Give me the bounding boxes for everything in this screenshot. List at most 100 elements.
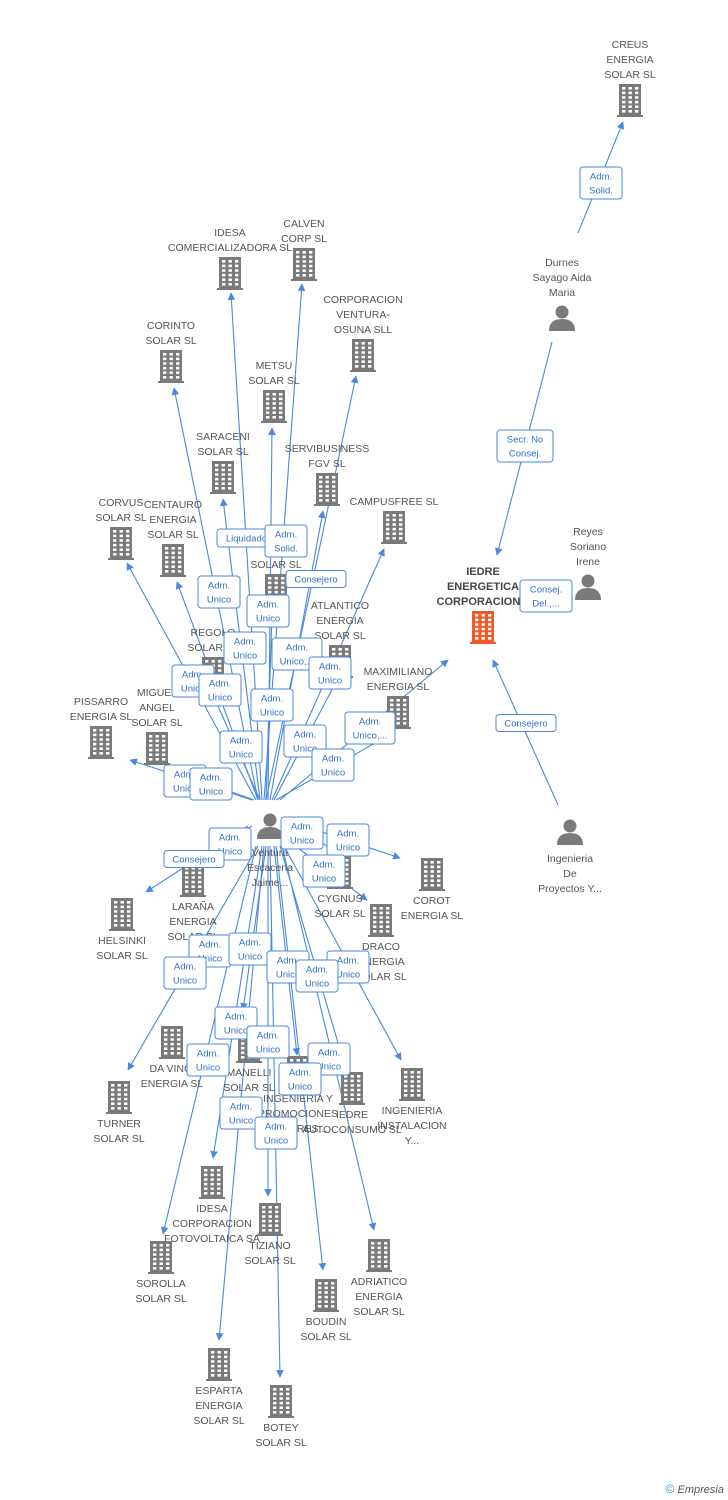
edge-role-text: Adm. bbox=[219, 833, 241, 844]
edge-role-text: Unico bbox=[288, 1082, 312, 1093]
edge-role-tag[interactable]: Adm.Unico bbox=[198, 673, 242, 707]
edge-role-text: Solid. bbox=[589, 186, 613, 197]
edge-role-tag[interactable]: Adm.Unico bbox=[197, 575, 241, 609]
edge-role-tag[interactable]: Adm.Unico bbox=[246, 1025, 290, 1059]
node-label: ADRIATICO bbox=[351, 1276, 407, 1288]
node-iedre[interactable]: IEDREENERGETICACORPORACION... bbox=[437, 566, 530, 644]
node-label: ENERGIA SL bbox=[141, 1078, 204, 1090]
node-label: Escacena bbox=[247, 862, 293, 874]
edge-role-text: Adm. bbox=[257, 1031, 279, 1042]
edge-role-tag[interactable]: Consejero bbox=[495, 714, 557, 732]
company-icon bbox=[108, 527, 134, 560]
node-campusfree[interactable]: CAMPUSFREE SL bbox=[350, 496, 439, 544]
edge-role-tag[interactable]: Adm.Unico bbox=[250, 688, 294, 722]
node-ing_instalacion[interactable]: INGENIERIAINSTALACIONY... bbox=[377, 1068, 447, 1147]
edge-ingproy-to-iedre bbox=[492, 659, 559, 806]
node-corp_ventura[interactable]: CORPORACION VENTURA- OSUNA SLL bbox=[323, 294, 403, 372]
edge-role-text: Unico bbox=[229, 1116, 253, 1127]
edge-role-tag[interactable]: Adm.Unico bbox=[308, 656, 352, 690]
node-label: FOTOVOLTAICA SA bbox=[164, 1233, 260, 1245]
node-label: Y... bbox=[405, 1135, 419, 1147]
edge-role-text: Unico bbox=[264, 1136, 288, 1147]
edge-role-tag[interactable]: Adm.Unico bbox=[326, 823, 370, 857]
node-label: SOROLLA bbox=[136, 1278, 186, 1290]
edge-role-tag[interactable]: Adm.Unico bbox=[254, 1116, 298, 1150]
edge-role-tag[interactable]: Adm.Solid. bbox=[264, 524, 308, 558]
node-label: SOLAR SL bbox=[353, 1306, 405, 1318]
edge-role-tag[interactable]: Adm.Unico bbox=[228, 932, 272, 966]
edge-role-tag[interactable]: Adm.Unico bbox=[186, 1043, 230, 1077]
node-label: CALVEN bbox=[283, 218, 324, 230]
edge-role-tag[interactable]: Adm.Unico,... bbox=[344, 711, 396, 745]
company-icon bbox=[291, 248, 317, 281]
node-label: CORPORACION... bbox=[437, 596, 530, 608]
brand-logo-text[interactable]: Empresia bbox=[677, 1484, 724, 1496]
edge-role-tag[interactable]: Adm.Unico bbox=[295, 959, 339, 993]
edge-role-tag[interactable]: Adm.Unico bbox=[246, 594, 290, 628]
node-ventura[interactable]: VenturaEscacenaJaime... bbox=[247, 813, 293, 890]
edge-role-tag[interactable]: Consejero bbox=[285, 570, 347, 588]
edge-role-text: Adm. bbox=[590, 172, 612, 183]
edge-role-tag[interactable]: Adm.Unico bbox=[219, 1096, 263, 1130]
edge-role-tag[interactable]: Adm. Unico bbox=[311, 748, 355, 782]
edge-role-tag[interactable]: Consej.Del.,... bbox=[519, 579, 573, 613]
node-label: VENTURA- bbox=[336, 309, 390, 321]
edge-role-tag[interactable]: Adm.Unico bbox=[223, 631, 267, 665]
node-label: OSUNA SLL bbox=[334, 324, 393, 336]
edge-role-tag[interactable]: Adm.Unico bbox=[219, 730, 263, 764]
node-label: CORPORACION bbox=[323, 294, 402, 306]
focus-company-icon bbox=[470, 611, 496, 644]
company-icon bbox=[88, 726, 114, 759]
edge-role-text: Adm. bbox=[337, 829, 359, 840]
edge-role-tag[interactable]: Adm. Solid. bbox=[579, 166, 623, 200]
node-label: De bbox=[563, 868, 577, 880]
edge-role-tag[interactable]: Adm.Unico bbox=[163, 956, 207, 990]
edge-role-text: Unico bbox=[321, 768, 345, 779]
edge-role-tag[interactable]: Adm.Unico bbox=[189, 767, 233, 801]
company-icon bbox=[159, 1026, 185, 1059]
edge-role-text: Adm. bbox=[322, 754, 344, 765]
node-label: SOLAR SL bbox=[248, 375, 300, 387]
edge-role-tag[interactable]: Adm.Unico bbox=[280, 816, 324, 850]
node-label: CORINTO bbox=[147, 320, 195, 332]
node-label: ENERGIA bbox=[169, 916, 216, 928]
node-label: ENERGIA SL bbox=[367, 681, 430, 693]
edge-role-text: Unico bbox=[336, 970, 360, 981]
edge-role-text: Adm. bbox=[337, 956, 359, 967]
edge-role-tag[interactable]: Adm.Unico bbox=[302, 854, 346, 888]
edge-role-tag[interactable]: Consejero bbox=[163, 850, 225, 868]
edge-role-tag[interactable]: Adm.Unico bbox=[278, 1062, 322, 1096]
